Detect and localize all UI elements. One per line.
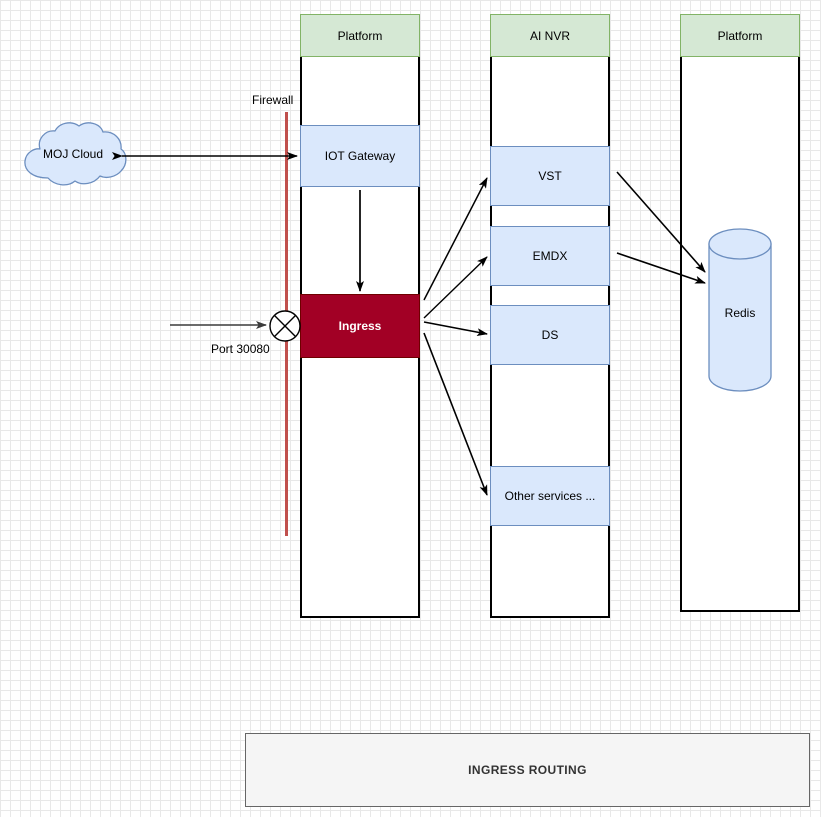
node-moj-cloud[interactable]: MOJ Cloud [18, 120, 128, 188]
node-vst[interactable]: VST [490, 146, 610, 206]
cylinder-shape [708, 228, 772, 392]
node-label-ingress: Ingress [338, 319, 382, 333]
swimlane-header-ai-nvr[interactable]: AI NVR [490, 14, 610, 57]
node-other-services[interactable]: Other services ... [490, 466, 610, 526]
swimlane-header-platform-left[interactable]: Platform [300, 14, 420, 57]
swimlane-header-label: AI NVR [529, 28, 570, 43]
gateway-x-node[interactable] [269, 310, 301, 342]
node-emdx[interactable]: EMDX [490, 226, 610, 286]
firewall-label: Firewall [252, 93, 294, 107]
swimlane-header-label: Platform [717, 28, 763, 43]
x-circle-icon [269, 310, 301, 342]
node-label-emdx: EMDX [532, 249, 568, 263]
swimlane-header-platform-right[interactable]: Platform [680, 14, 800, 57]
node-ds[interactable]: DS [490, 305, 610, 365]
diagram-title-label: INGRESS ROUTING [468, 763, 587, 777]
cloud-shape [24, 122, 127, 186]
node-ingress[interactable]: Ingress [300, 294, 420, 358]
swimlane-header-label: Platform [337, 28, 383, 43]
node-label-vst: VST [538, 169, 562, 183]
node-redis[interactable]: Redis [708, 228, 772, 392]
node-iot-gateway[interactable]: IOT Gateway [300, 125, 420, 187]
diagram-title-box[interactable]: INGRESS ROUTING [245, 733, 810, 807]
node-label-other-services: Other services ... [504, 489, 596, 503]
node-label-ds: DS [541, 328, 559, 342]
node-label-iot-gateway: IOT Gateway [324, 149, 396, 163]
port-30080-label: Port 30080 [211, 342, 270, 356]
